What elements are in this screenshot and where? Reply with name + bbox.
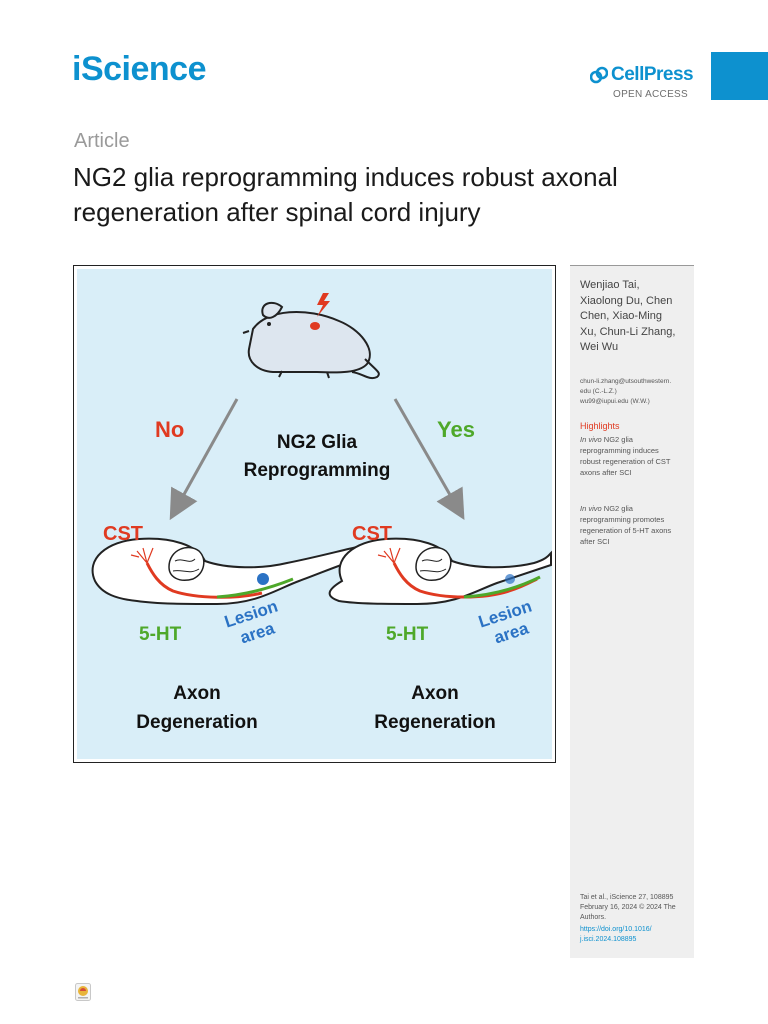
highlight-item: In vivo NG2 glia reprogramming promotes …: [580, 504, 672, 546]
journal-name: iScience: [72, 50, 206, 88]
nervous-system-right: [328, 537, 552, 606]
highlights-heading: Highlights: [580, 421, 620, 431]
citation-info: Tai et al., iScience 27, 108895 February…: [580, 894, 676, 921]
branch-no-label: No: [155, 417, 185, 442]
nervous-system-left: [91, 537, 361, 606]
article-type: Article: [74, 130, 130, 152]
center-label: NG2 Glia Reprogramming: [243, 432, 391, 481]
check-for-updates-badge[interactable]: [75, 983, 91, 1006]
correspondence-emails[interactable]: chun-li.zhang@utsouthwestern. edu (C.-L.…: [580, 378, 672, 405]
mouse-icon: [242, 293, 380, 380]
cst-label-left: CST: [103, 523, 143, 545]
cellpress-logo[interactable]: CellPress: [590, 64, 694, 86]
serotonin-label-right: 5-HT: [386, 624, 429, 645]
publisher-name: CellPress: [611, 64, 694, 85]
check-for-updates-icon: [75, 983, 91, 1001]
article-sidebar: Wenjiao Tai, Xiaolong Du, Chen Chen, Xia…: [570, 265, 694, 958]
header-color-tab: [711, 52, 768, 100]
highlight-item: In vivo NG2 glia reprogramming induces r…: [580, 435, 671, 477]
author-list: Wenjiao Tai, Xiaolong Du, Chen Chen, Xia…: [580, 279, 676, 353]
outcome-regeneration: Axon Regeneration: [374, 683, 496, 733]
serotonin-label-left: 5-HT: [139, 624, 182, 645]
graphical-abstract: No Yes NG2 Glia Reprogramming CST CST 5-…: [73, 265, 556, 763]
article-title: NG2 glia reprogramming induces robust ax…: [73, 162, 618, 227]
arrow-no: [169, 398, 239, 521]
doi-link[interactable]: https://doi.org/10.1016/ j.isci.2024.108…: [580, 926, 652, 943]
arrow-yes: [393, 398, 465, 521]
open-access-label: OPEN ACCESS: [613, 89, 688, 100]
cst-label-right: CST: [352, 523, 392, 545]
branch-yes-label: Yes: [437, 417, 475, 442]
outcome-degeneration: Axon Degeneration: [136, 683, 258, 733]
abstract-illustration: [91, 293, 552, 606]
cellpress-logo-icon: [590, 66, 608, 84]
graphical-abstract-panel: No Yes NG2 Glia Reprogramming CST CST 5-…: [77, 269, 552, 759]
